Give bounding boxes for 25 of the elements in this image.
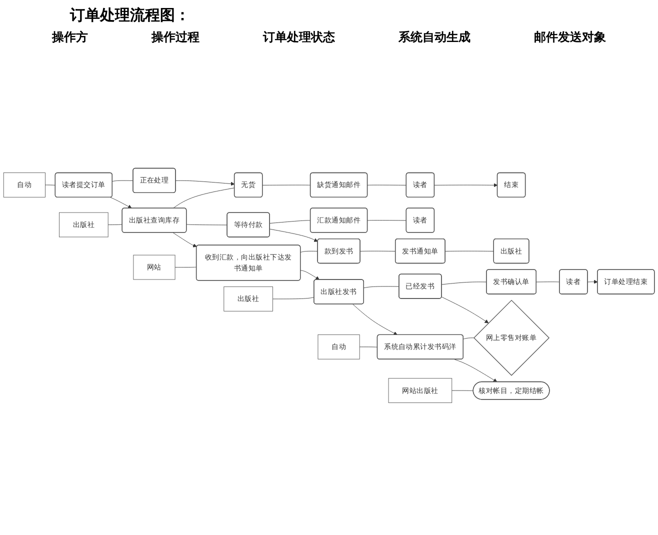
connector — [359, 346, 378, 348]
connector — [463, 338, 474, 340]
column-header: 操作过程 — [151, 29, 200, 46]
column-header: 邮件发送对象 — [534, 29, 606, 46]
connector — [367, 220, 407, 221]
connector — [360, 250, 396, 252]
connector — [108, 224, 123, 225]
connector — [270, 220, 311, 224]
column-header: 订单处理状态 — [262, 29, 335, 46]
connector — [174, 266, 197, 268]
connector — [272, 297, 314, 300]
connector — [445, 250, 494, 252]
connector — [364, 286, 400, 288]
connector — [300, 250, 318, 252]
column-header: 操作方 — [52, 29, 88, 46]
connector — [112, 180, 134, 182]
connector — [367, 184, 407, 186]
connector — [45, 184, 56, 186]
column-header: 系统自动生成 — [398, 29, 471, 46]
connector — [186, 224, 228, 226]
connector — [452, 390, 474, 391]
connector — [441, 282, 487, 285]
connector — [262, 184, 311, 186]
connector — [172, 188, 235, 208]
diagram-title: 订单处理流程图： — [68, 5, 191, 26]
